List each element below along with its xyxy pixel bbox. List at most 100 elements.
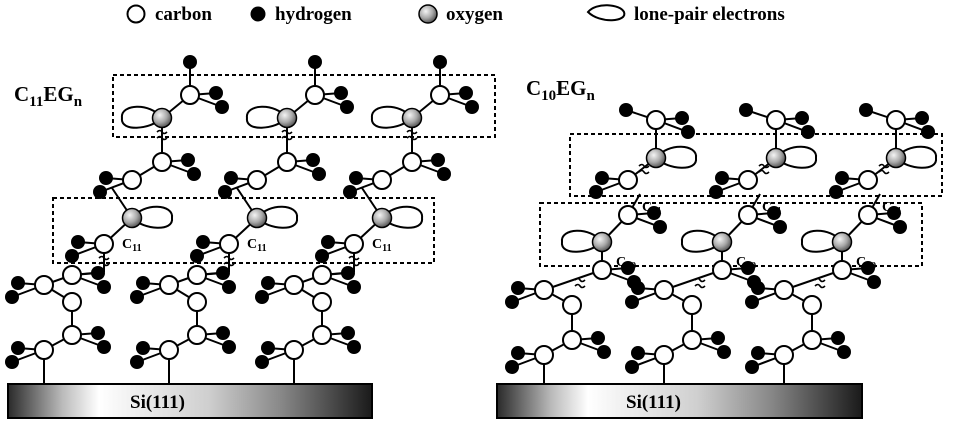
hydrogen-atom xyxy=(11,276,25,290)
hydrogen-atom xyxy=(795,111,809,125)
carbon-atom xyxy=(832,260,852,280)
oxygen-atom xyxy=(645,147,667,169)
hydrogen-atom xyxy=(136,341,150,355)
legend-lone-pair: lone-pair electrons xyxy=(634,4,785,25)
legend-oxygen: oxygen xyxy=(446,4,503,25)
hydrogen-atom xyxy=(597,345,611,359)
hydrogen-atom xyxy=(511,281,525,295)
bond-break-mark xyxy=(223,255,235,267)
carbon-atom xyxy=(802,295,822,315)
oxygen-atom xyxy=(151,107,173,129)
left-substrate-label: Si(111) xyxy=(130,392,185,413)
carbon-atom xyxy=(62,292,82,312)
carbon-atom xyxy=(62,325,82,345)
hydrogen-atom xyxy=(681,125,695,139)
hydrogen-atom xyxy=(255,290,269,304)
hydrogen-atom xyxy=(709,185,723,199)
hydrogen-atom xyxy=(859,103,873,117)
lone-pair-lobe xyxy=(774,145,817,169)
hydrogen-atom xyxy=(222,340,236,354)
carbon-atom xyxy=(534,345,554,365)
carbon-atom xyxy=(712,260,732,280)
oxygen-atom xyxy=(246,207,268,229)
right-upper-layer-box xyxy=(569,133,943,197)
carbon-atom xyxy=(534,280,554,300)
hydrogen-atom xyxy=(91,266,105,280)
bond-break-mark xyxy=(574,277,586,289)
lone-pair-lobe xyxy=(681,229,724,253)
carbon-atom xyxy=(187,292,207,312)
hydrogen-atom xyxy=(183,55,197,69)
hydrogen-atom xyxy=(261,341,275,355)
hydrogen-atom xyxy=(334,86,348,100)
hydrogen-atom xyxy=(745,360,759,374)
carbon-atom xyxy=(858,205,878,225)
lone-pair-lobe xyxy=(561,229,604,253)
lone-pair-lobe xyxy=(121,105,164,129)
hydrogen-atom xyxy=(595,171,609,185)
carbon-atom xyxy=(618,205,638,225)
carbon-atom xyxy=(219,234,239,254)
bond xyxy=(783,269,843,291)
bond-break-mark xyxy=(814,277,826,289)
carbon-index-label: C11 xyxy=(882,200,902,217)
hydrogen-atom xyxy=(711,331,725,345)
bond-break-mark xyxy=(406,129,418,141)
carbon-index-label: C11 xyxy=(247,237,267,254)
lone-pair-lobe xyxy=(255,205,298,229)
hydrogen-atom xyxy=(341,326,355,340)
hydrogen-atom xyxy=(625,360,639,374)
carbon-legend-icon xyxy=(126,4,146,24)
hydrogen-atom xyxy=(190,249,204,263)
hydrogen-atom xyxy=(675,111,689,125)
hydrogen-atom xyxy=(511,346,525,360)
carbon-atom xyxy=(372,170,392,190)
legend-hydrogen: hydrogen xyxy=(275,4,352,25)
hydrogen-atom xyxy=(209,86,223,100)
hydrogen-atom xyxy=(589,185,603,199)
hydrogen-atom xyxy=(745,295,759,309)
lone-pair-lobe xyxy=(801,229,844,253)
hydrogen-atom xyxy=(196,235,210,249)
carbon-atom xyxy=(152,152,172,172)
carbon-atom xyxy=(305,85,325,105)
hydrogen-atom xyxy=(465,100,479,114)
bond-break-mark xyxy=(638,163,650,175)
carbon-index-label: C10 xyxy=(856,255,876,272)
carbon-atom xyxy=(774,345,794,365)
atom-layer xyxy=(5,55,935,374)
bond-break-mark xyxy=(758,163,770,175)
hydrogen-atom xyxy=(437,167,451,181)
carbon-atom xyxy=(774,280,794,300)
hydrogen-atom xyxy=(11,341,25,355)
hydrogen-atom xyxy=(308,55,322,69)
hydrogen-atom xyxy=(647,206,661,220)
hydrogen-atom xyxy=(130,290,144,304)
hydrogen-atom xyxy=(315,249,329,263)
lone-pair-legend-icon xyxy=(586,4,626,22)
right-substrate: Si(111) xyxy=(496,383,863,419)
hydrogen-atom xyxy=(715,171,729,185)
hydrogen-atom xyxy=(347,340,361,354)
hydrogen-atom xyxy=(91,326,105,340)
hydrogen-atom xyxy=(215,100,229,114)
hydrogen-atom xyxy=(224,171,238,185)
hydrogen-atom xyxy=(717,345,731,359)
carbon-atom xyxy=(738,205,758,225)
hydrogen-atom xyxy=(97,340,111,354)
carbon-atom xyxy=(654,280,674,300)
carbon-atom xyxy=(312,292,332,312)
carbon-atom xyxy=(592,260,612,280)
carbon-atom xyxy=(802,330,822,350)
carbon-atom xyxy=(430,85,450,105)
hydrogen-atom xyxy=(136,276,150,290)
lone-pair-lobe xyxy=(380,205,423,229)
hydrogen-atom xyxy=(216,266,230,280)
carbon-atom xyxy=(159,275,179,295)
hydrogen-atom xyxy=(312,167,326,181)
carbon-atom xyxy=(180,85,200,105)
hydrogen-atom xyxy=(97,280,111,294)
hydrogen-atom xyxy=(347,280,361,294)
hydrogen-atom xyxy=(321,235,335,249)
